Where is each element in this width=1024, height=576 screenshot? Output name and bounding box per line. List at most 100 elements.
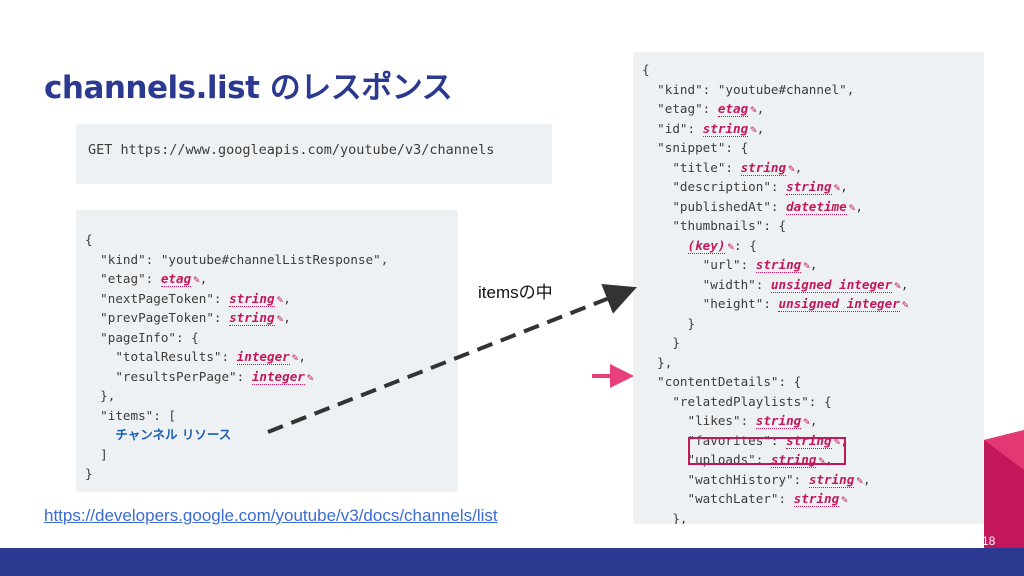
code-text: { <box>642 62 650 77</box>
type-label: string <box>755 413 802 429</box>
code-text: "contentDetails": { <box>642 374 802 389</box>
code-text: , <box>756 120 765 136</box>
code-line: { <box>85 230 388 250</box>
code-line: "items": [ <box>85 406 388 426</box>
pencil-icon: ✎ <box>894 278 901 292</box>
pencil-icon: ✎ <box>788 161 795 175</box>
type-label: string <box>702 120 749 137</box>
type-label: etag <box>717 101 749 117</box>
code-line: ] <box>85 445 388 465</box>
code-line: }, <box>642 509 908 525</box>
channel-resource-link[interactable]: チャンネル リソース <box>115 427 232 442</box>
code-text: , <box>283 310 291 325</box>
code-text: "nextPageToken": <box>85 290 230 306</box>
code-line: "nextPageToken": string✎, <box>85 289 388 309</box>
type-label: (key) <box>687 237 726 254</box>
code-text: , <box>756 101 765 116</box>
code-line: "contentDetails": { <box>642 372 908 392</box>
code-text: "favorites": <box>642 432 787 448</box>
code-text: "items": [ <box>85 407 176 423</box>
type-label: string <box>740 159 787 176</box>
code-text: "title": <box>642 159 741 175</box>
pencil-icon: ✎ <box>848 200 856 214</box>
code-text: , <box>283 290 291 306</box>
code-line: "id": string✎, <box>642 119 908 139</box>
pencil-icon: ✎ <box>833 434 841 448</box>
type-label: integer <box>236 349 290 365</box>
items-note: itemsの中 <box>478 283 553 302</box>
code-text: "relatedPlaylists": { <box>642 393 832 409</box>
code-line: "favorites": string✎, <box>642 431 908 451</box>
pencil-icon: ✎ <box>750 103 757 116</box>
code-text: "resultsPerPage": <box>85 368 252 384</box>
code-line: "pageInfo": { <box>85 328 388 348</box>
code-line: } <box>642 333 908 353</box>
code-line: "relatedPlaylists": { <box>642 392 908 412</box>
type-label: string <box>808 471 855 488</box>
type-label: unsigned integer <box>770 276 893 293</box>
code-line: "etag": etag✎, <box>85 269 388 289</box>
code-line: }, <box>642 353 908 373</box>
pencil-icon: ✎ <box>841 493 848 506</box>
type-label: integer <box>251 368 305 385</box>
code-line: "watchLater": string✎ <box>642 489 908 509</box>
pencil-icon: ✎ <box>291 351 299 364</box>
code-line: "publishedAt": datetime✎, <box>642 197 908 217</box>
code-line: } <box>642 314 908 334</box>
code-text: "etag": <box>85 271 161 286</box>
code-text: , <box>809 413 818 428</box>
code-text: , <box>862 471 871 487</box>
code-line: "watchHistory": string✎, <box>642 470 908 490</box>
code-text: , <box>840 179 848 194</box>
code-text: , <box>794 159 803 175</box>
code-text: } <box>85 466 93 481</box>
code-line: "url": string✎, <box>642 255 908 275</box>
footer-bar <box>0 548 1024 576</box>
code-text: "snippet": { <box>642 140 749 155</box>
pencil-icon: ✎ <box>803 415 810 428</box>
code-line: "prevPageToken": string✎, <box>85 308 388 328</box>
pencil-icon: ✎ <box>818 454 826 467</box>
code-line: "width": unsigned integer✎, <box>642 275 908 295</box>
code-text: , <box>855 198 863 214</box>
code-text: "id": <box>642 120 703 136</box>
code-text: "pageInfo": { <box>85 329 199 345</box>
code-line: "totalResults": integer✎, <box>85 347 388 367</box>
type-label: string <box>786 179 832 195</box>
pencil-icon: ✎ <box>306 370 314 384</box>
code-text: , <box>840 432 848 448</box>
code-text: "kind": "youtube#channel", <box>642 81 855 97</box>
code-text: , <box>825 452 833 467</box>
code-line: }, <box>85 386 388 406</box>
code-line: "etag": etag✎, <box>642 99 908 119</box>
code-text: } <box>642 315 696 331</box>
uploads-highlight-box <box>688 437 846 465</box>
code-text: , <box>809 257 818 272</box>
code-text: "etag": <box>642 101 718 116</box>
dashed-arrow <box>267 283 637 434</box>
type-label: etag <box>160 271 192 287</box>
corner-accent-light <box>984 430 1024 470</box>
code-line: } <box>85 464 388 484</box>
docs-link[interactable]: https://developers.google.com/youtube/v3… <box>44 506 498 525</box>
code-text: "thumbnails": { <box>642 218 787 233</box>
code-text: "prevPageToken": <box>85 310 230 325</box>
code-text: }, <box>642 510 688 525</box>
code-text: "kind": "youtube#channelListResponse", <box>85 251 389 267</box>
code-text: } <box>642 335 680 350</box>
code-text: }, <box>642 354 673 370</box>
code-line: "kind": "youtube#channelListResponse", <box>85 250 388 270</box>
code-text: ] <box>85 446 108 462</box>
type-label: datetime <box>786 198 847 215</box>
request-box: GET https://www.googleapis.com/youtube/v… <box>76 124 552 184</box>
pencil-icon: ✎ <box>750 122 757 136</box>
code-text: { <box>85 232 93 247</box>
channel-resource-code: { "kind": "youtube#channel", "etag": eta… <box>642 60 908 524</box>
pencil-icon: ✎ <box>803 259 810 272</box>
code-line: "kind": "youtube#channel", <box>642 80 908 100</box>
code-line: "resultsPerPage": integer✎ <box>85 367 388 387</box>
code-text: "url": <box>642 257 756 272</box>
code-text: "likes": <box>642 413 756 428</box>
code-line: "thumbnails": { <box>642 216 908 236</box>
